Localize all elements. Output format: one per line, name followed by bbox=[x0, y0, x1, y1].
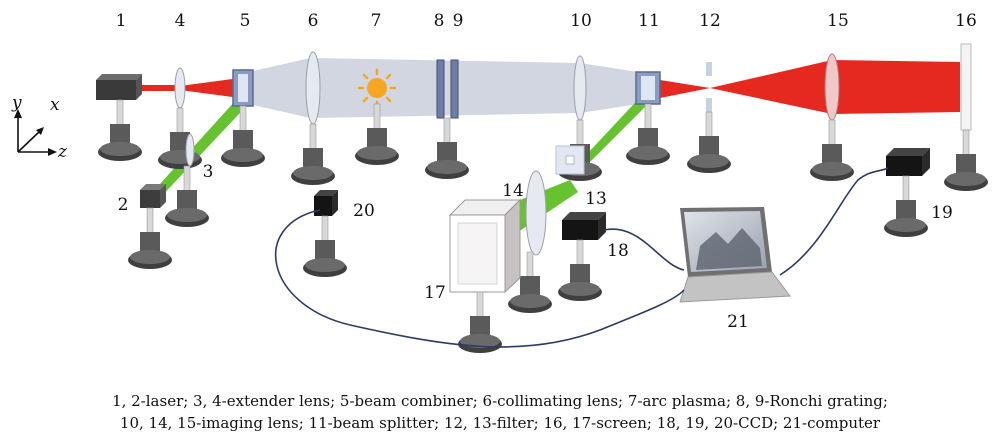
beam-splitter-11 bbox=[625, 71, 671, 166]
filter-12 bbox=[686, 62, 732, 174]
label-8: 8 bbox=[434, 11, 445, 31]
component-numbers: 1 2 3 4 5 6 7 8 9 10 11 12 13 14 15 16 1… bbox=[116, 11, 977, 332]
beam-combiner-5 bbox=[220, 69, 266, 168]
label-17: 17 bbox=[424, 283, 446, 303]
ccd-camera-20 bbox=[302, 190, 348, 278]
laser-1 bbox=[96, 74, 143, 162]
figure-caption: 1, 2-laser; 3, 4-extender lens; 5-beam c… bbox=[0, 390, 1000, 434]
caption-line-1: 1, 2-laser; 3, 4-extender lens; 5-beam c… bbox=[112, 392, 888, 410]
imaging-lens-15 bbox=[809, 53, 855, 182]
y-axis-label: y bbox=[11, 93, 22, 113]
label-12: 12 bbox=[699, 11, 721, 31]
label-9: 9 bbox=[453, 11, 464, 31]
label-16: 16 bbox=[955, 11, 977, 31]
label-13: 13 bbox=[585, 189, 607, 209]
label-7: 7 bbox=[371, 11, 382, 31]
arc-plasma-7 bbox=[354, 68, 400, 166]
imaging-lens-10 bbox=[557, 55, 603, 182]
label-14: 14 bbox=[502, 181, 524, 201]
label-3: 3 bbox=[203, 162, 214, 182]
z-axis-label: z bbox=[57, 142, 68, 162]
extender-lens-4 bbox=[157, 67, 203, 170]
ccd-camera-18 bbox=[557, 212, 606, 302]
collimating-lens-6 bbox=[290, 51, 336, 186]
optical-setup-diagram: y x z 1 2 3 4 5 6 7 8 9 10 11 12 13 14 1… bbox=[11, 11, 989, 354]
caption-line-2: 10, 14, 15-imaging lens; 11-beam splitte… bbox=[119, 414, 881, 432]
label-20: 20 bbox=[353, 201, 375, 221]
ronchi-grating-8 bbox=[436, 59, 445, 119]
screen-16 bbox=[943, 43, 989, 192]
label-4: 4 bbox=[175, 11, 186, 31]
label-21: 21 bbox=[727, 312, 749, 332]
ccd-cables bbox=[274, 167, 889, 348]
label-6: 6 bbox=[308, 11, 319, 31]
screen-17 bbox=[448, 198, 522, 354]
label-15: 15 bbox=[827, 11, 849, 31]
coordinate-axes bbox=[14, 109, 57, 156]
label-1: 1 bbox=[116, 11, 127, 31]
laser-2 bbox=[127, 184, 173, 270]
label-11: 11 bbox=[638, 11, 660, 31]
ccd-camera-19 bbox=[883, 148, 930, 238]
label-18: 18 bbox=[607, 241, 629, 261]
label-2: 2 bbox=[118, 195, 129, 215]
filter-13 bbox=[555, 145, 585, 175]
label-5: 5 bbox=[240, 11, 251, 31]
extender-lens-3 bbox=[164, 133, 210, 228]
ronchi-grating-9 bbox=[450, 59, 459, 119]
label-19: 19 bbox=[931, 203, 953, 223]
imaging-lens-14 bbox=[507, 170, 553, 314]
x-axis-label: x bbox=[50, 95, 60, 115]
label-10: 10 bbox=[570, 11, 592, 31]
laptop-21 bbox=[679, 207, 791, 303]
